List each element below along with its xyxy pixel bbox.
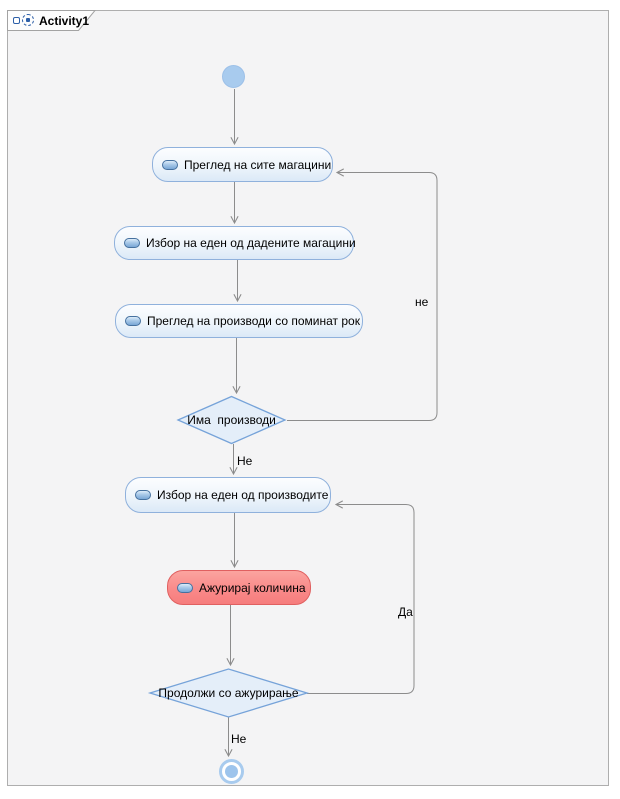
action-select-warehouse[interactable]: Избор на еден од дадените магацини [114,226,356,260]
action-label: Избор на еден од производите [157,488,329,502]
guard-label-no-1: Не [237,454,253,468]
decision-has-products-label: Има производи [187,413,276,427]
action-select-product[interactable]: Избор на еден од производите [125,477,331,513]
action-icon [162,159,178,170]
action-label: Ажурирај количина [199,580,306,595]
guard-label-no-2: Не [231,732,247,746]
diagram-tab-label: Activity1 [39,13,90,28]
final-node-inner [225,765,238,778]
action-icon [135,490,151,500]
decision-continue-updating-shape[interactable] [147,668,310,718]
action-icon [125,316,141,326]
action-view-expired-products[interactable]: Преглед на производи со поминат рок [115,304,363,338]
action-icon [177,582,193,593]
decision-has-products-shape[interactable] [176,395,287,445]
initial-node[interactable] [222,65,245,88]
guard-label-yes-loop: Да [398,605,413,619]
decision-continue-updating-label: Продолжи со ажурирање [158,686,299,700]
final-node[interactable] [219,759,244,784]
action-label: Избор на еден од дадените магацини [146,236,356,250]
guard-label-no-loop: не [415,295,429,309]
action-label: Преглед на производи со поминат рок [147,314,360,328]
action-view-all-warehouses[interactable]: Преглед на сите магацини [152,147,333,182]
edge-decision1-no-loop[interactable] [287,168,438,421]
action-icon [124,238,140,248]
diagram-tab[interactable]: Activity1 [13,12,89,29]
action-update-quantity[interactable]: Ажурирај количина [167,570,311,605]
diagram-canvas[interactable] [7,10,609,786]
activity-diagram-icon [13,13,34,28]
action-label: Преглед на сите магацини [184,157,332,172]
edge-decision2-yes-loop[interactable] [307,500,415,694]
